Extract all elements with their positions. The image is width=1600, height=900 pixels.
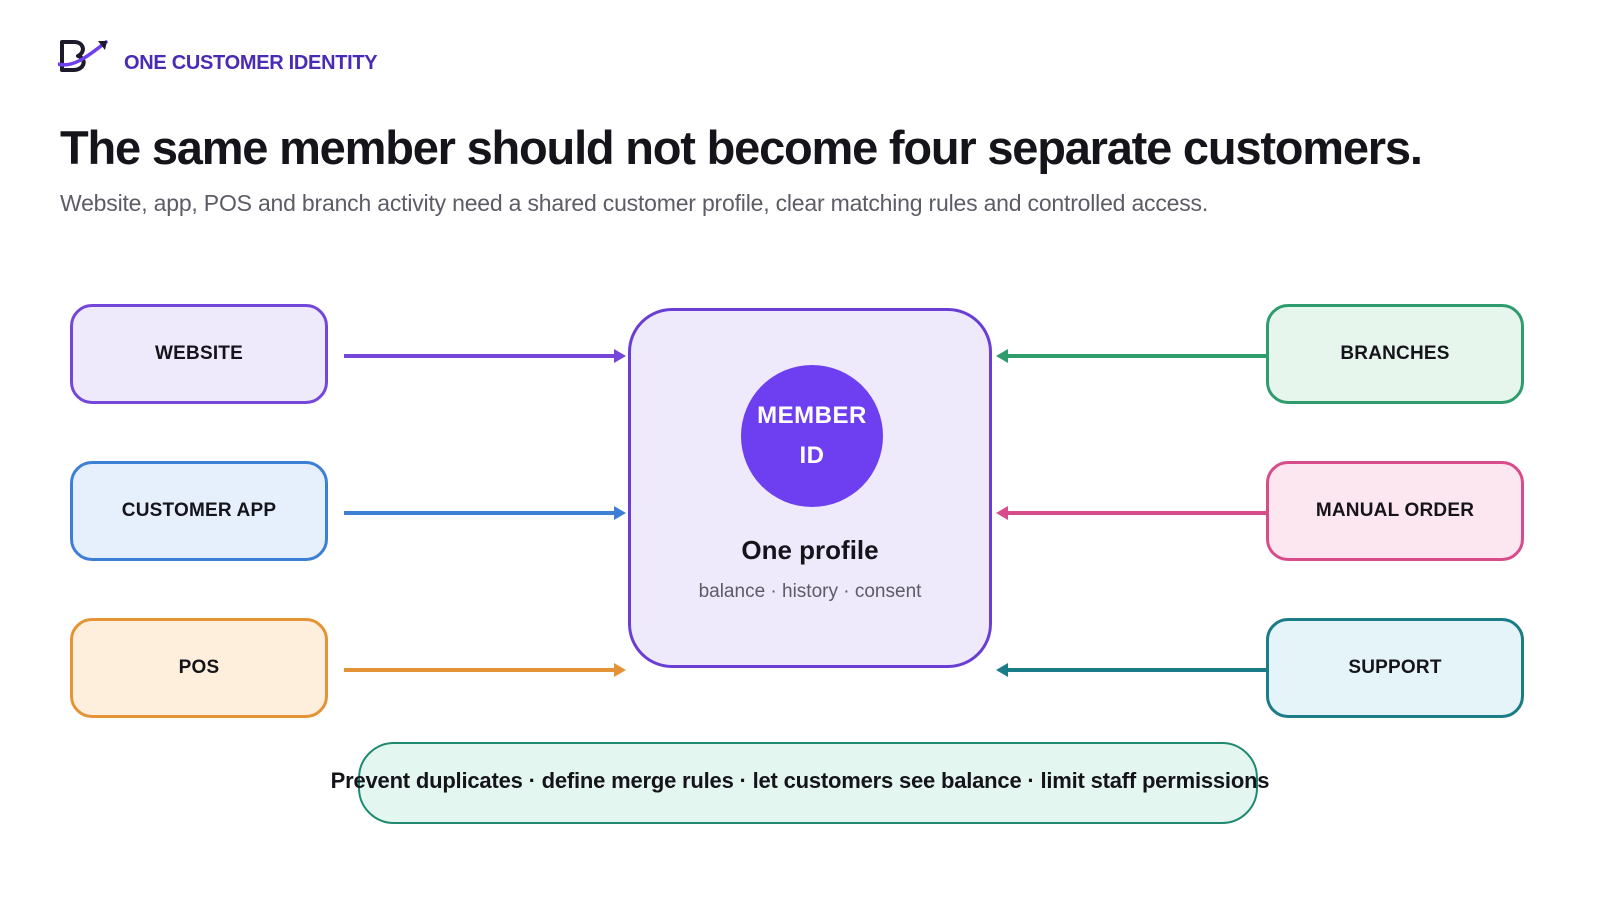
member-profile-hub: MEMBER ID One profile balance · history …	[628, 308, 992, 668]
arrow-customer-app	[344, 506, 626, 520]
source-support: SUPPORT	[1266, 618, 1524, 718]
member-id-badge-line2: ID	[799, 442, 825, 469]
source-branches-label: BRANCHES	[1340, 343, 1450, 364]
source-pos: POS	[70, 618, 328, 718]
source-branches: BRANCHES	[1266, 304, 1524, 404]
source-pos-label: POS	[178, 657, 220, 678]
source-manual-order: MANUAL ORDER	[1266, 461, 1524, 561]
source-support-label: SUPPORT	[1348, 657, 1442, 678]
hub-subtitle: balance · history · consent	[698, 581, 922, 602]
source-website-label: WEBSITE	[155, 343, 243, 364]
page-subtitle: Website, app, POS and branch activity ne…	[60, 190, 1209, 216]
member-id-badge: MEMBER ID	[741, 365, 883, 507]
source-customer-app-label: CUSTOMER APP	[121, 500, 277, 521]
page-title: The same member should not become four s…	[60, 121, 1423, 174]
source-customer-app: CUSTOMER APP	[70, 461, 328, 561]
source-manual-order-label: MANUAL ORDER	[1315, 500, 1475, 521]
arrow-website	[344, 349, 626, 363]
footer-pill	[358, 742, 1258, 824]
footer-text: Prevent duplicates · define merge rules …	[330, 768, 1270, 793]
section-eyebrow: ONE CUSTOMER IDENTITY	[124, 52, 378, 74]
arrow-manual-order	[996, 506, 1266, 520]
brand-logo	[58, 40, 108, 73]
arrow-pos	[344, 663, 626, 677]
source-website: WEBSITE	[70, 304, 328, 404]
hub-title: One profile	[741, 535, 879, 565]
arrow-support	[996, 663, 1266, 677]
arrow-branches	[996, 349, 1266, 363]
member-id-badge-line1: MEMBER	[757, 402, 867, 429]
